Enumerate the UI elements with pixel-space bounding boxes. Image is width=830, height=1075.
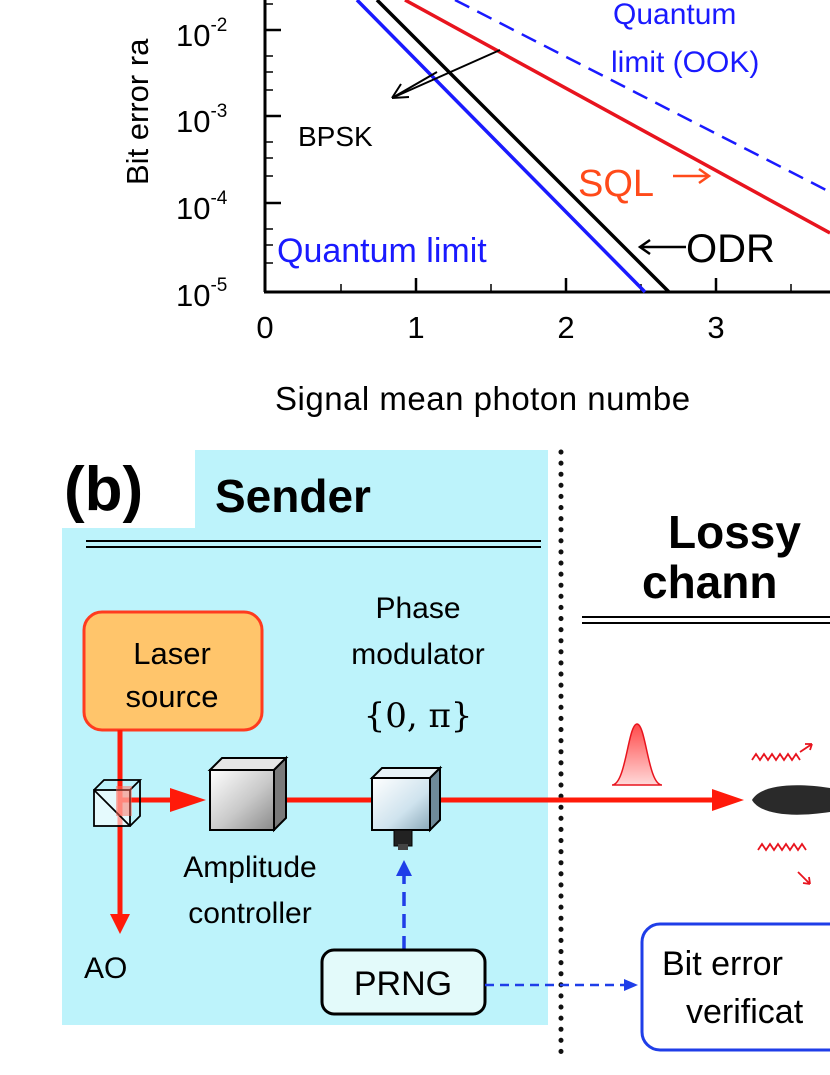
panel-label-b: (b) [64, 455, 143, 524]
y-tick-label-1e-5: 10-5 [176, 275, 227, 313]
x-tick-label-1: 1 [407, 310, 424, 345]
quantum-limit-ook-label-2: limit (OOK) [611, 46, 759, 79]
sql-label: SQL [578, 163, 654, 205]
y-tick-label-1e-3: 10-3 [176, 101, 227, 139]
x-axis-label: Signal mean photon numbe [275, 380, 691, 417]
loss-photon-squiggle-bottom [757, 842, 811, 885]
laser-source-box [82, 610, 264, 732]
sender-region [62, 450, 548, 1025]
phase-modulator-icon [369, 765, 443, 850]
phase-modulator-label-1: Phase [375, 592, 460, 625]
quantum-limit-ook-curve [454, 0, 830, 194]
ao-label: AO [84, 952, 127, 985]
odr-curve [375, 0, 671, 294]
ber-verification-label-1: Bit error [662, 945, 783, 983]
y-tick-label-1e-2: 10-2 [176, 15, 227, 53]
laser-source-label-2: source [125, 679, 218, 714]
quantum-limit-curve [355, 0, 647, 294]
ber-verification-box [640, 922, 830, 1052]
lossy-channel-icon [752, 785, 830, 815]
bpsk-label: BPSK [298, 121, 373, 152]
y-axis-label: Bit error ra [120, 38, 155, 185]
odr-label: ODR [686, 227, 775, 271]
prng-box [320, 948, 487, 1016]
loss-photon-squiggle-top [751, 743, 813, 762]
sql-pointer-arrow [673, 167, 712, 185]
signal-pulse-icon [611, 723, 663, 786]
amplitude-controller-label-1: Amplitude [183, 851, 316, 884]
channel-title-line1: Lossy [668, 506, 801, 558]
amplitude-controller-label-2: controller [188, 897, 311, 930]
channel-title-line2: chann [642, 556, 777, 608]
amplitude-controller-icon [207, 755, 289, 833]
ber-verification-label-2: verificat [686, 993, 804, 1031]
x-tick-label-0: 0 [256, 310, 273, 345]
x-tick-label-2: 2 [557, 310, 574, 345]
beam-splitter-glow [116, 786, 132, 816]
odr-pointer-arrow [637, 238, 686, 256]
quantum-limit-label: Quantum limit [277, 232, 487, 270]
sender-title: Sender [215, 470, 371, 522]
beam-arrow-head [170, 788, 206, 812]
sql-curve [404, 0, 830, 235]
channel-beam-arrow-head [712, 789, 744, 811]
laser-source-label-1: Laser [133, 636, 211, 671]
y-minor-ticks [265, 3, 273, 264]
quantum-limit-ook-label-1: Quantum [613, 0, 736, 31]
prng-up-arrow-head [396, 860, 412, 876]
x-tick-label-3: 3 [707, 310, 724, 345]
ao-arrow-head [110, 914, 130, 934]
y-tick-label-1e-4: 10-4 [176, 188, 228, 226]
y-major-ticks [265, 28, 281, 205]
prng-label: PRNG [354, 965, 452, 1003]
phase-set-label: {0, π} [364, 696, 473, 736]
setup-diagram: (b) Sender Lossy chann Laser source Phas… [62, 449, 830, 1065]
phase-modulator-label-2: modulator [351, 638, 484, 671]
bpsk-pointer-arrows [391, 49, 501, 99]
ber-plot: Bit error ra [120, 0, 830, 417]
prng-right-arrow-head [624, 979, 638, 991]
x-major-ticks [414, 278, 718, 292]
